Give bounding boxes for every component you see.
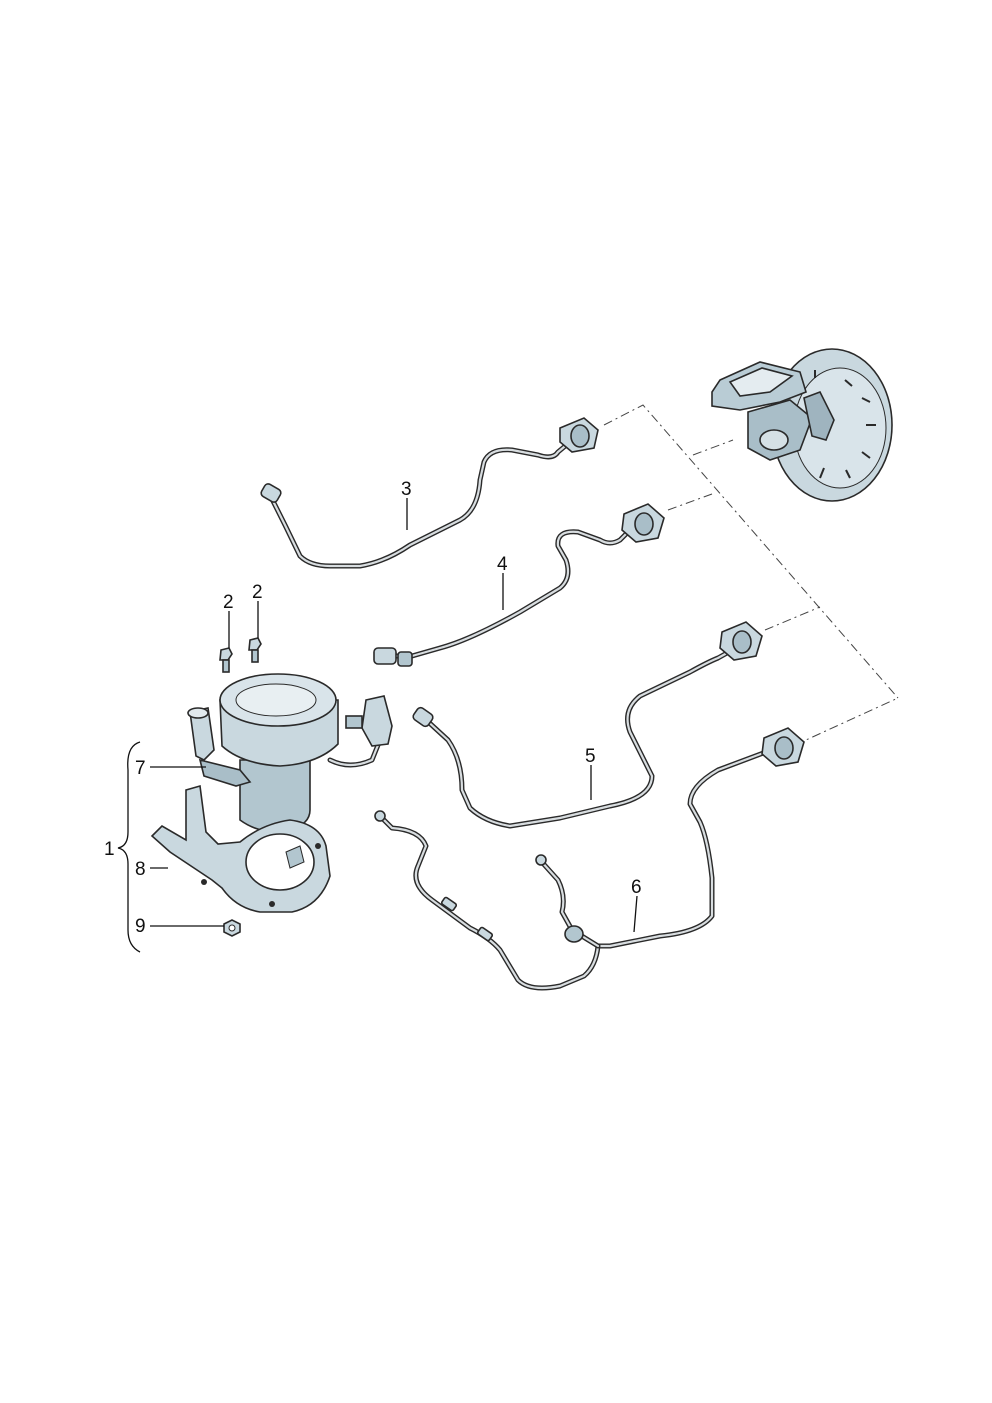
callout-5: 5 [585, 746, 596, 767]
callout-4: 4 [497, 554, 508, 575]
callout-8: 8 [135, 859, 146, 880]
brake-servo-assembly [711, 348, 893, 502]
vacuum-hose-5 [412, 621, 763, 829]
callout-1: 1 [104, 839, 115, 860]
group-bracket-1 [117, 741, 141, 953]
callout-2-left: 2 [223, 592, 234, 613]
bolt-left [219, 647, 233, 673]
assembly-reference-lines [603, 404, 899, 746]
mounting-bracket [150, 784, 331, 913]
leader-lines [150, 498, 638, 933]
callout-9: 9 [135, 916, 146, 937]
bolt-right [248, 637, 262, 663]
vacuum-hose-4 [373, 503, 665, 667]
secondary-air-pump [187, 673, 393, 833]
callout-6: 6 [631, 877, 642, 898]
vacuum-hose-3 [260, 417, 599, 569]
callout-2-right: 2 [252, 582, 263, 603]
callout-labels: 1 2 2 3 4 5 6 7 8 9 [104, 479, 642, 937]
callout-7: 7 [135, 758, 146, 779]
vacuum-hose-6 [374, 727, 805, 991]
callout-3: 3 [401, 479, 412, 500]
hex-nut [223, 919, 241, 937]
